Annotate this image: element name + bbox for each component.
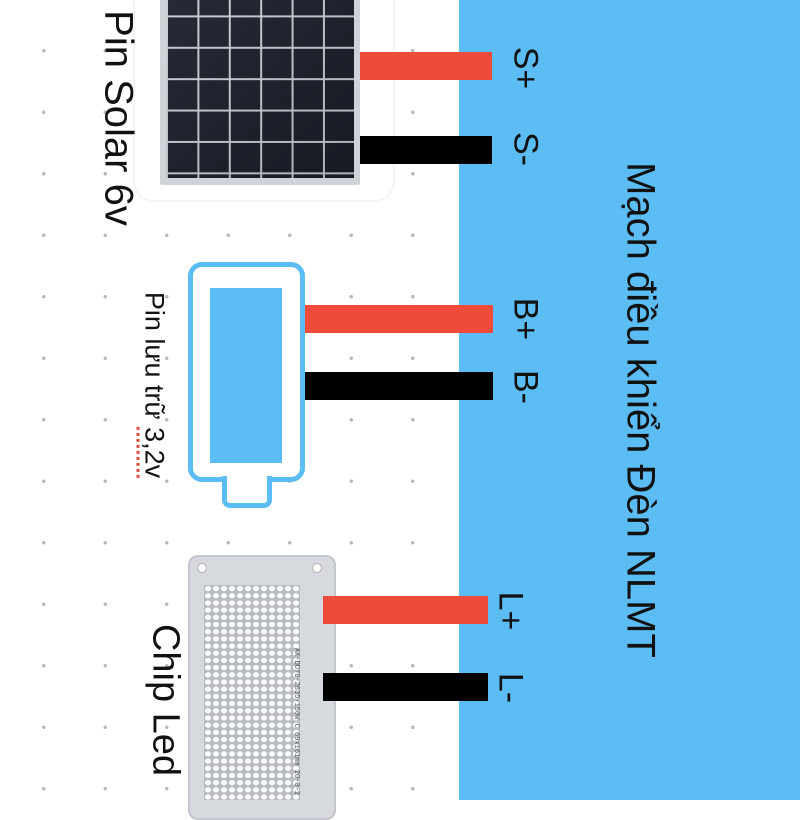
solar-label: Pin Solar 6v (96, 10, 141, 226)
led-chip-icon (204, 585, 300, 800)
terminal-l-minus: L- (491, 672, 530, 704)
solar-negative-wire (360, 136, 492, 164)
terminal-s-minus: S- (506, 132, 545, 166)
terminal-b-minus: B- (506, 370, 545, 404)
battery-negative-wire (305, 372, 493, 400)
terminal-s-plus: S+ (506, 46, 545, 90)
battery-label: Pin lưu trữ 3,2v (136, 291, 170, 479)
controller-board (459, 0, 800, 800)
solar-panel-icon (166, 0, 354, 178)
battery-terminal (222, 476, 272, 508)
battery-positive-wire (305, 305, 493, 333)
led-mount-hole (197, 563, 207, 573)
led-mount-hole (312, 563, 322, 573)
terminal-b-plus: B+ (506, 297, 545, 341)
led-board-text: AK-DD78-2835-150W C 69x161mm 20-0-2 (292, 648, 300, 796)
solar-positive-wire (360, 52, 492, 80)
led-label: Chip Led (144, 623, 187, 777)
controller-label: Mạch điều khiển Đèn NLMT (618, 162, 663, 658)
led-negative-wire (323, 673, 488, 701)
battery-label-main: Pin lưu trữ (139, 291, 170, 428)
battery-voltage: 3,2v (136, 427, 170, 479)
battery-fill (210, 288, 282, 463)
terminal-l-plus: L+ (491, 591, 530, 631)
led-positive-wire (323, 596, 488, 624)
